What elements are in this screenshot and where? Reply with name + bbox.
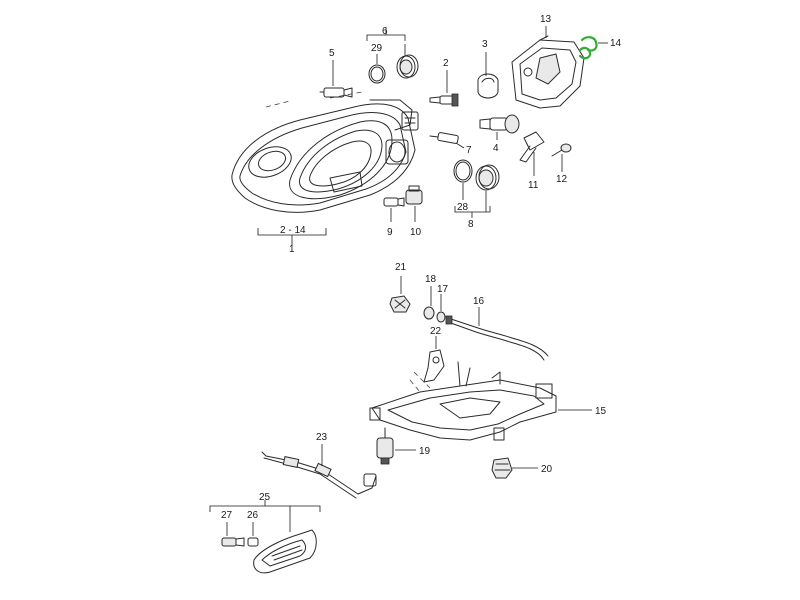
adjuster-11[interactable]: [519, 131, 545, 163]
washer-hose-23[interactable]: [261, 451, 377, 499]
callout-9[interactable]: 9: [387, 227, 393, 238]
group-bracket-2-14: [257, 228, 327, 246]
mounting-frame-15[interactable]: [369, 361, 557, 441]
callout-14[interactable]: 14: [610, 38, 622, 49]
callout-28[interactable]: 28: [457, 202, 469, 213]
cap-8[interactable]: [475, 164, 500, 191]
callout-10[interactable]: 10: [410, 227, 422, 238]
callout-2-14[interactable]: 2 - 14: [280, 225, 306, 236]
bulb-2[interactable]: [429, 93, 459, 107]
callout-5[interactable]: 5: [329, 48, 335, 59]
callout-26[interactable]: 26: [247, 510, 259, 521]
rear-housing-13[interactable]: [511, 35, 585, 109]
mount-21[interactable]: [389, 295, 411, 313]
socket-7[interactable]: [429, 132, 459, 144]
callout-25[interactable]: 25: [259, 492, 271, 503]
callout-23[interactable]: 23: [316, 432, 328, 443]
callout-8[interactable]: 8: [468, 219, 474, 230]
socket-10[interactable]: [405, 185, 423, 205]
adjustment-cable-16[interactable]: [445, 315, 549, 361]
bracket-22[interactable]: [423, 349, 445, 383]
nut-18[interactable]: [423, 306, 435, 320]
callout-1[interactable]: 1: [289, 244, 295, 255]
callout-11[interactable]: 11: [528, 180, 539, 191]
callout-22[interactable]: 22: [430, 326, 442, 337]
callout-3[interactable]: 3: [482, 39, 488, 50]
retaining-clip-3[interactable]: [477, 73, 499, 99]
callout-2[interactable]: 2: [443, 58, 449, 69]
socket-26[interactable]: [247, 537, 259, 547]
callout-13[interactable]: 13: [540, 14, 552, 25]
cap-6[interactable]: [396, 54, 419, 79]
callout-6[interactable]: 6: [382, 26, 388, 37]
seal-ring-28[interactable]: [453, 159, 473, 183]
callout-12[interactable]: 12: [556, 174, 568, 185]
headlight-housing[interactable]: [231, 91, 419, 213]
seal-ring-29[interactable]: [368, 64, 386, 84]
mount-20[interactable]: [491, 457, 513, 479]
callout-16[interactable]: 16: [473, 296, 485, 307]
callout-7[interactable]: 7: [466, 145, 472, 156]
callout-4[interactable]: 4: [493, 143, 499, 154]
clip-14-highlighted[interactable]: [578, 36, 598, 60]
bulb-27[interactable]: [221, 537, 245, 547]
washer-17[interactable]: [436, 311, 446, 323]
callout-21[interactable]: 21: [395, 262, 407, 273]
callout-18[interactable]: 18: [425, 274, 437, 285]
callout-29[interactable]: 29: [371, 43, 383, 54]
callout-15[interactable]: 15: [595, 406, 607, 417]
callout-19[interactable]: 19: [419, 446, 431, 457]
mount-19[interactable]: [376, 427, 394, 465]
screw-12[interactable]: [551, 143, 572, 157]
side-marker-25[interactable]: [253, 529, 317, 574]
callout-17[interactable]: 17: [437, 284, 449, 295]
bulb-5[interactable]: [319, 87, 353, 98]
callout-27[interactable]: 27: [221, 510, 233, 521]
callout-20[interactable]: 20: [541, 464, 553, 475]
bulb-4[interactable]: [479, 114, 520, 134]
bulb-9[interactable]: [383, 197, 405, 207]
